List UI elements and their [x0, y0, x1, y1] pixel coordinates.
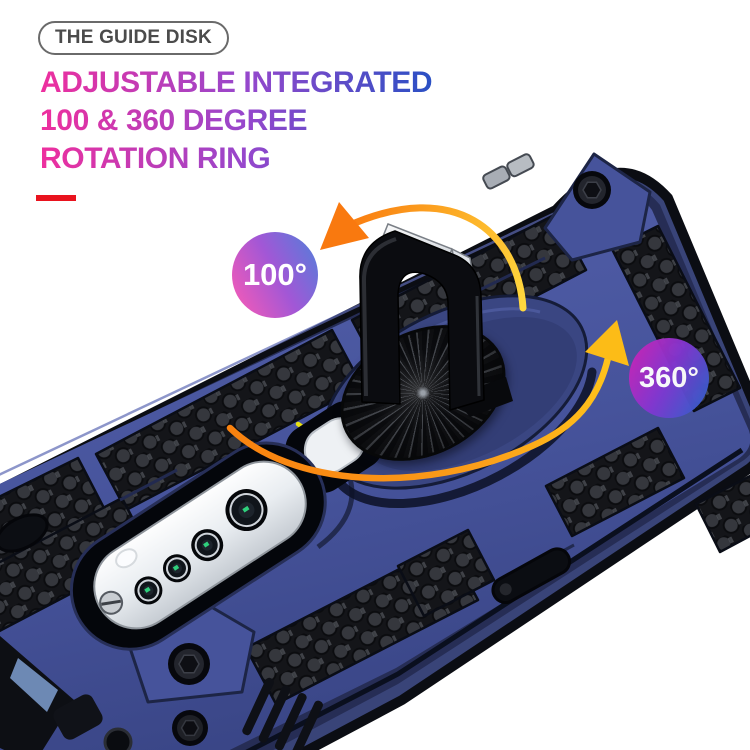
camera-lens [134, 489, 268, 605]
camera-screw [99, 590, 124, 615]
volume-buttons [482, 153, 535, 190]
angle-badge-100-label: 100° [242, 257, 308, 292]
angle-badge-360-label: 360° [639, 361, 699, 394]
brand-badge-label: THE GUIDE DISK [55, 27, 212, 48]
rotation-arrow-100-icon [320, 202, 527, 312]
case-bottom-seam [245, 447, 744, 750]
page-title-line3: ROTATION RING [40, 142, 271, 175]
power-button [491, 547, 572, 604]
camera-flash [115, 548, 138, 569]
side-key [0, 513, 49, 553]
angle-badge-100: 100° [232, 232, 318, 318]
corner-port-cluster [0, 636, 103, 750]
title-underline [36, 195, 76, 201]
angle-badge-360: 360° [629, 338, 709, 418]
speaker-slots [242, 677, 323, 750]
ring-stand [359, 223, 513, 417]
page-title-line2: 100 & 360 DEGREE [40, 104, 308, 137]
audio-port [103, 727, 133, 750]
page-title: ADJUSTABLE INTEGRATED 100 & 360 DEGREE R… [40, 64, 432, 178]
rotation-arrow-360-icon [226, 320, 629, 482]
hex-screw [168, 171, 611, 746]
page-title-line1: ADJUSTABLE INTEGRATED [40, 66, 433, 99]
brand-badge: THE GUIDE DISK [38, 21, 229, 55]
